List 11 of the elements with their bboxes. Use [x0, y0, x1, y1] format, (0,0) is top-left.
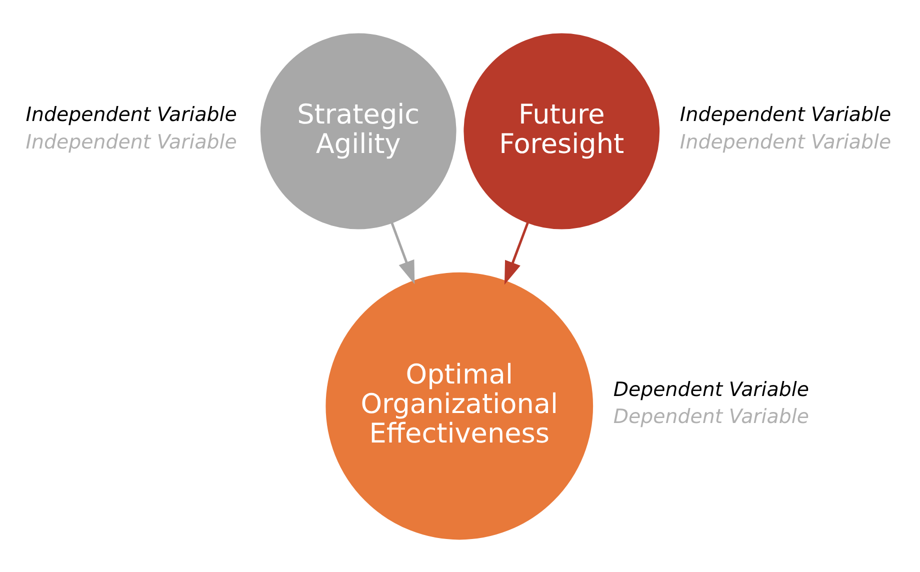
node-label: Dependent Variable — [613, 404, 809, 428]
arrow — [504, 222, 529, 284]
node-circle: Strategic Agility — [260, 32, 456, 229]
node-circle: Optimal Organizational Effectiveness — [326, 272, 594, 540]
node-label: Independent Variable — [26, 102, 237, 126]
node-label: Independent Variable — [680, 130, 892, 153]
node-circle: Future Foresight — [464, 32, 660, 229]
node-label: Independent Variable — [26, 130, 237, 153]
node-label: Dependent Variable — [613, 377, 809, 400]
arrow — [390, 222, 415, 284]
node-label: Independent Variable — [680, 102, 892, 126]
